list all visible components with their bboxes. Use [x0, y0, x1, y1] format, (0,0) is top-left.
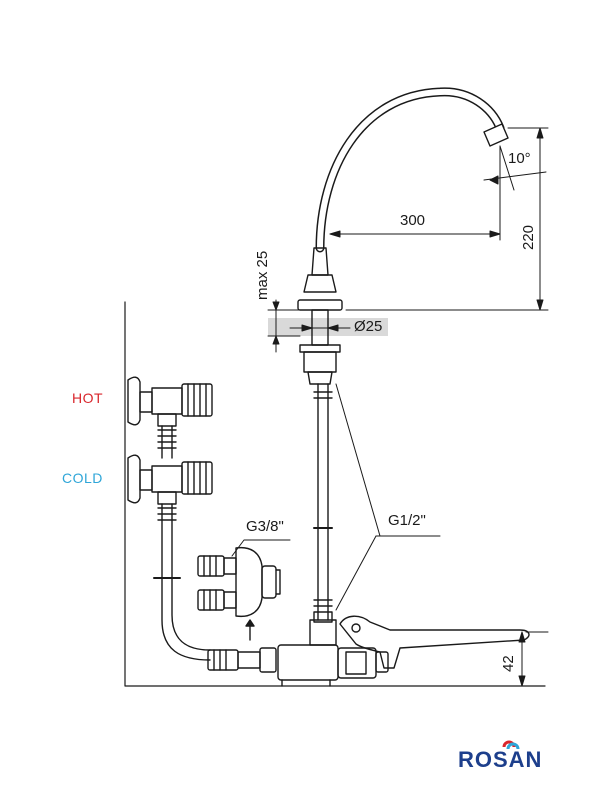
foot-valve-body	[277, 611, 389, 687]
thread-g12-label: G1/2"	[388, 512, 426, 529]
hot-label: HOT	[72, 390, 104, 406]
cold-label: COLD	[62, 470, 103, 486]
brand-logo-mark	[502, 740, 520, 750]
dim-42	[518, 631, 549, 687]
dim-angle	[483, 145, 547, 191]
hot-angle-valve	[127, 376, 213, 427]
dim-220-label: 220	[520, 224, 537, 250]
dim-300	[329, 145, 501, 241]
wall-line	[124, 301, 546, 687]
dim-max25	[267, 299, 301, 353]
dim-300-label: 300	[400, 212, 426, 229]
thread-g38-label: G3/8"	[246, 518, 284, 535]
cold-angle-valve	[127, 454, 213, 505]
dim-dia25-label: Ø25	[354, 318, 383, 335]
brand-name: ROSAN	[458, 747, 543, 772]
g38-leader	[231, 539, 291, 557]
dim-max25-label: max 25	[254, 250, 271, 300]
dim-220	[345, 127, 549, 311]
g12-leaders	[335, 383, 441, 611]
cold-hose	[161, 503, 211, 661]
dim-10deg-label: 10°	[508, 150, 531, 167]
foot-pedal-lever	[339, 615, 530, 669]
brand-logo: ROSAN	[450, 735, 570, 775]
spout-nozzle	[483, 123, 509, 147]
dim-dia25	[289, 324, 351, 332]
dim-42-label: 42	[500, 655, 517, 672]
supply-hose-vertical	[317, 383, 329, 621]
g38-adapter	[197, 546, 281, 618]
